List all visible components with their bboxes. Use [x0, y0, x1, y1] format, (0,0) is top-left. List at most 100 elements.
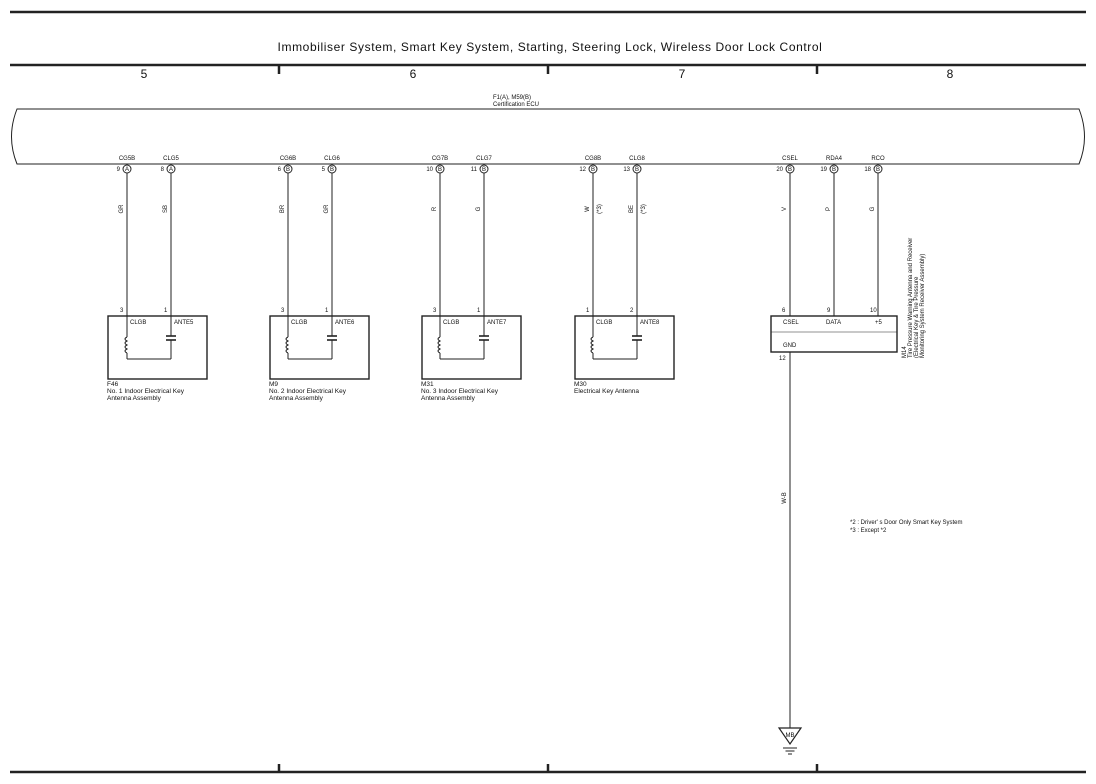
- ecu-code: F1(A), M59(B): [493, 95, 531, 101]
- note: *3 : Except *2: [850, 528, 887, 534]
- antenna-name: Electrical Key Antenna: [574, 388, 639, 395]
- ecu-pin-number: 11: [471, 167, 478, 173]
- diagram-title: Immobiliser System, Smart Key System, St…: [278, 40, 823, 54]
- column-number: 8: [947, 67, 954, 81]
- ecu-pin-connector: B: [286, 167, 290, 173]
- receiver-name: (Electrical Key & Tire Pressure: [914, 276, 920, 358]
- ecu-pin-number: 18: [864, 167, 871, 173]
- antenna-term: ANTE6: [335, 320, 355, 326]
- ecu-pin-label: RDA4: [826, 156, 843, 162]
- antenna-name: No. 2 Indoor Electrical Key: [269, 388, 347, 395]
- receiver-pin: 9: [827, 308, 831, 314]
- ecu-pin-label: CLG8: [629, 156, 645, 162]
- wire-color: R: [432, 206, 438, 211]
- antenna-box: [107, 315, 208, 380]
- ecu-pin-connector: A: [169, 167, 173, 173]
- ecu-pin-connector: B: [832, 167, 836, 173]
- antenna-term: ANTE7: [487, 320, 507, 326]
- ecu-pin-connector: B: [330, 167, 334, 173]
- ecu-pin: CLG7 11 B G: [471, 156, 492, 316]
- antenna-term: CLGB: [443, 320, 459, 326]
- ecu-pin-label: CLG5: [163, 156, 179, 162]
- ecu-pin-number: 10: [426, 167, 433, 173]
- antenna-code: M31: [421, 381, 434, 388]
- wire-note: (*3): [641, 204, 647, 214]
- ecu-outline: [11, 108, 1085, 165]
- column-number: 6: [410, 67, 417, 81]
- ecu-pin-connector: B: [635, 167, 639, 173]
- certification-ecu: F1(A), M59(B) Certification ECU: [11, 95, 1085, 165]
- ecu-pin-connector: A: [125, 167, 129, 173]
- ecu-pin-connector: B: [482, 167, 486, 173]
- antenna-pin: 1: [586, 308, 590, 314]
- antenna-name: Antenna Assembly: [107, 395, 162, 402]
- ground-wire-color: W-B: [782, 492, 788, 504]
- column-number: 5: [141, 67, 148, 81]
- wire-color: P: [826, 207, 832, 211]
- antenna-pin: 2: [630, 308, 634, 314]
- wire-color: G: [870, 206, 876, 211]
- receiver-name: Monitoring System Receiver Assembly): [920, 254, 926, 358]
- wire-color: BE: [629, 205, 635, 213]
- ecu-pin-label: CG6B: [280, 156, 296, 162]
- ecu-pin: RDA4 19 B P: [820, 156, 843, 316]
- ecu-pin-label: CG5B: [119, 156, 135, 162]
- antenna-code: F46: [107, 381, 119, 388]
- wire-color: GR: [324, 204, 330, 214]
- antenna-name: Antenna Assembly: [421, 395, 476, 402]
- coil-symbol: [285, 336, 290, 354]
- receiver-term: +5: [875, 320, 883, 326]
- antenna-term: CLGB: [130, 320, 146, 326]
- antenna-pin: 1: [477, 308, 481, 314]
- receiver-assembly: CSEL DATA +5 GND 6 9 10 12 M14 Tire Pres…: [770, 238, 926, 362]
- ecu-pin-label: CG7B: [432, 156, 448, 162]
- ground-circuit: W-B MB: [777, 352, 803, 755]
- coil-symbol: [437, 336, 442, 354]
- antenna-name: Antenna Assembly: [269, 395, 324, 402]
- ecu-pin-number: 20: [776, 167, 783, 173]
- receiver-code: M14: [902, 346, 908, 358]
- antenna-pin: 3: [281, 308, 285, 314]
- column-number: 7: [679, 67, 686, 81]
- receiver-pin: 6: [782, 308, 786, 314]
- ground-label: MB: [786, 733, 795, 739]
- wire-color: V: [782, 207, 788, 211]
- antenna-code: M30: [574, 381, 587, 388]
- wire-color: GR: [119, 204, 125, 214]
- antenna-code: M9: [269, 381, 278, 388]
- antenna-pin: 1: [164, 308, 168, 314]
- ecu-name: Certification ECU: [493, 102, 539, 108]
- wire-color: G: [476, 206, 482, 211]
- ecu-pin-label: CLG6: [324, 156, 340, 162]
- coil-symbol: [124, 336, 129, 354]
- ground-triangle: [777, 727, 803, 746]
- antenna-pin: 3: [433, 308, 437, 314]
- ecu-pin-connector: B: [876, 167, 880, 173]
- ecu-pin-connector: B: [591, 167, 595, 173]
- wire-note: (*3): [597, 204, 603, 214]
- antenna-pin: 3: [120, 308, 124, 314]
- antenna-pin: 1: [325, 308, 329, 314]
- ecu-pin-number: 19: [820, 167, 827, 173]
- receiver-term: CSEL: [783, 320, 799, 326]
- antenna-term: ANTE8: [640, 320, 660, 326]
- ecu-pin-number: 9: [117, 167, 121, 173]
- antenna-name: No. 1 Indoor Electrical Key: [107, 388, 185, 395]
- receiver-gnd-term: GND: [783, 343, 797, 349]
- ecu-pin-number: 8: [161, 167, 165, 173]
- wire-color: SB: [163, 205, 169, 213]
- ecu-pin-label: CLG7: [476, 156, 492, 162]
- receiver-name: Tire Pressure Warning Antenna and Receiv…: [908, 238, 914, 358]
- wire-color: BR: [280, 204, 286, 213]
